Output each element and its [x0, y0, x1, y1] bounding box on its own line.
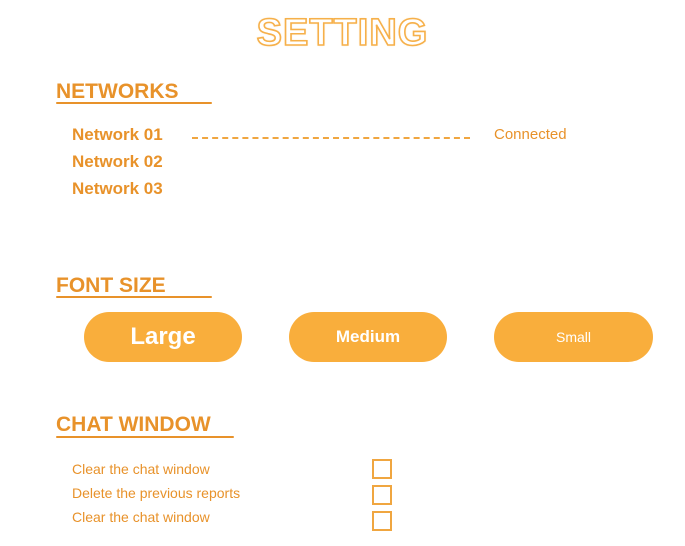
chat-option-label-1: Clear the chat window: [72, 461, 210, 477]
networks-heading: NETWORKS: [56, 80, 179, 103]
font-size-medium-button[interactable]: Medium: [289, 312, 447, 362]
font-size-heading: FONT SIZE: [56, 274, 166, 297]
chat-option-checkbox-2[interactable]: [372, 485, 392, 505]
chat-window-heading: CHAT WINDOW: [56, 413, 211, 436]
network-status: Connected: [494, 126, 567, 143]
chat-option-checkbox-1[interactable]: [372, 459, 392, 479]
font-size-small-button[interactable]: Small: [494, 312, 653, 362]
chat-option-label-2: Delete the previous reports: [72, 485, 241, 501]
font-size-large-button[interactable]: Large: [84, 312, 242, 362]
network-item-01[interactable]: Network 01: [72, 125, 163, 144]
network-item-02[interactable]: Network 02: [72, 152, 163, 171]
page-title: SETTING: [256, 11, 429, 55]
font-size-heading-underline: [56, 296, 212, 298]
network-item-03[interactable]: Network 03: [72, 179, 163, 198]
connection-dashed-line: [192, 137, 470, 139]
networks-heading-underline: [56, 102, 212, 104]
chat-option-checkbox-3[interactable]: [372, 511, 392, 531]
chat-window-heading-underline: [56, 436, 234, 438]
chat-option-label-3: Clear the chat window: [72, 509, 210, 525]
